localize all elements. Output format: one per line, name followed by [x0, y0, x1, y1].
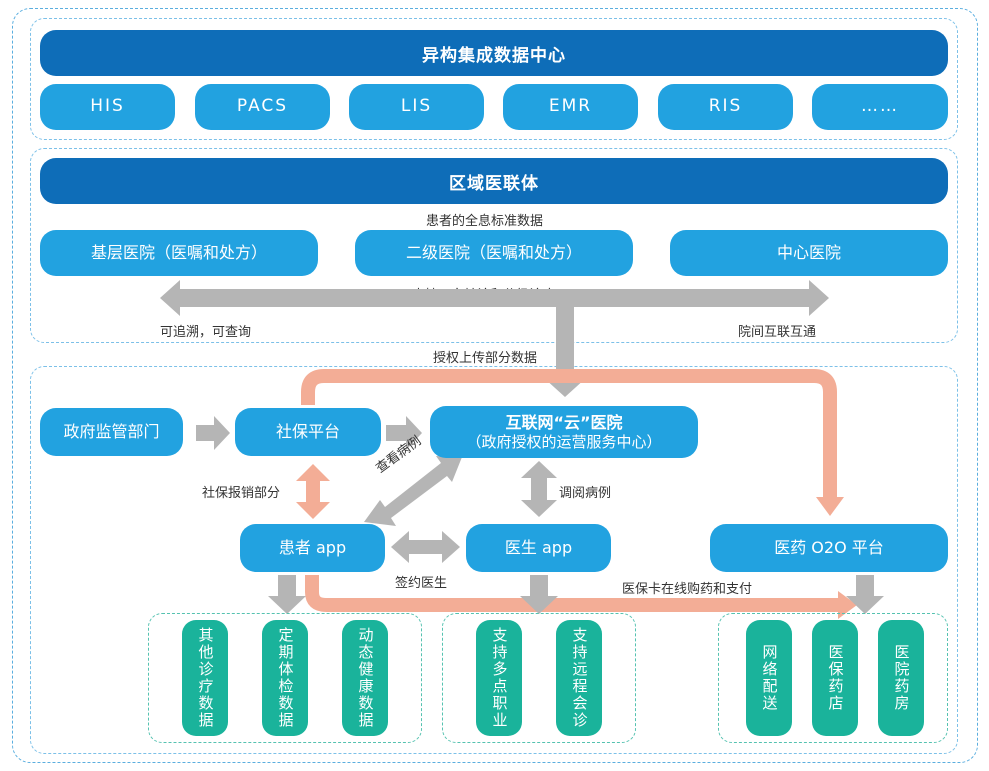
system-ris: RIS [658, 84, 793, 130]
cloud-hospital: 互联网“云”医院 （政府授权的运营服务中心） [430, 406, 698, 458]
service-delivery: 网络配送 [746, 620, 792, 736]
service-checkup-data: 定期体检数据 [262, 620, 308, 736]
service-remote-consult: 支持远程会诊 [556, 620, 602, 736]
pharmacy-services-group [718, 613, 948, 743]
upload-arrow [544, 307, 586, 397]
cloud-hospital-subtitle: （政府授权的运营服务中心） [466, 432, 662, 451]
social-platform: 社保平台 [235, 408, 381, 456]
pharmacy-o2o: 医药 O2O 平台 [710, 524, 948, 572]
social-cloud-arrow [386, 416, 422, 450]
data-hub-title: 异构集成数据中心 [40, 30, 948, 76]
system-lis: LIS [349, 84, 484, 130]
service-health-data: 动态健康数据 [342, 620, 388, 736]
doctor-app: 医生 app [466, 524, 611, 572]
interconnect-label: 院间互联互通 [738, 325, 817, 340]
system-emr: EMR [503, 84, 638, 130]
platform-section [30, 366, 958, 754]
central-hospital: 中心医院 [670, 230, 948, 276]
view-cases-arrow [364, 456, 462, 526]
primary-hospital: 基层医院（医嘱和处方） [40, 230, 318, 276]
trace-label: 可追溯，可查询 [160, 325, 252, 340]
system-more: …… [812, 84, 948, 130]
patient-services-group [148, 613, 422, 743]
secondary-hospital: 二级医院（医嘱和处方） [355, 230, 633, 276]
system-pacs: PACS [195, 84, 330, 130]
online-pay-label: 医保卡在线购药和支付 [622, 582, 753, 597]
patient-app: 患者 app [240, 524, 385, 572]
data-hub-section [30, 18, 958, 140]
doctor-services-arrow [520, 575, 558, 614]
gov-social-arrow [196, 416, 230, 450]
service-insurance-pharmacy: 医保药店 [812, 620, 858, 736]
doctor-services-group [442, 613, 636, 743]
sign-doctor-label: 签约医生 [395, 576, 448, 591]
pharmacy-services-arrow [846, 575, 884, 614]
patient-data-label: 患者的全息标准数据 [426, 214, 544, 229]
consult-cases-label: 调阅病例 [559, 486, 612, 501]
reimburse-label: 社保报销部分 [202, 486, 281, 501]
patient-services-arrow [268, 575, 306, 614]
upload-label: 授权上传部分数据 [433, 351, 538, 366]
outer-frame [12, 8, 978, 763]
online-pay-arrow [305, 575, 840, 612]
gov-dept: 政府监管部门 [40, 408, 183, 456]
alliance-section [30, 148, 958, 343]
service-other-data: 其他诊疗数据 [182, 620, 228, 736]
system-his: HIS [40, 84, 175, 130]
sign-doctor-arrow [391, 531, 460, 563]
cloud-hospital-title: 互联网“云”医院 [505, 412, 623, 432]
cloud-pharmacy-loop [301, 369, 837, 500]
alliance-title: 区域医联体 [40, 158, 948, 204]
consult-cases-arrow [521, 461, 557, 517]
referral-arrow [160, 280, 829, 316]
reimburse-arrow [296, 464, 330, 519]
service-multi-site: 支持多点职业 [476, 620, 522, 736]
service-hospital-pharmacy: 医院药房 [878, 620, 924, 736]
